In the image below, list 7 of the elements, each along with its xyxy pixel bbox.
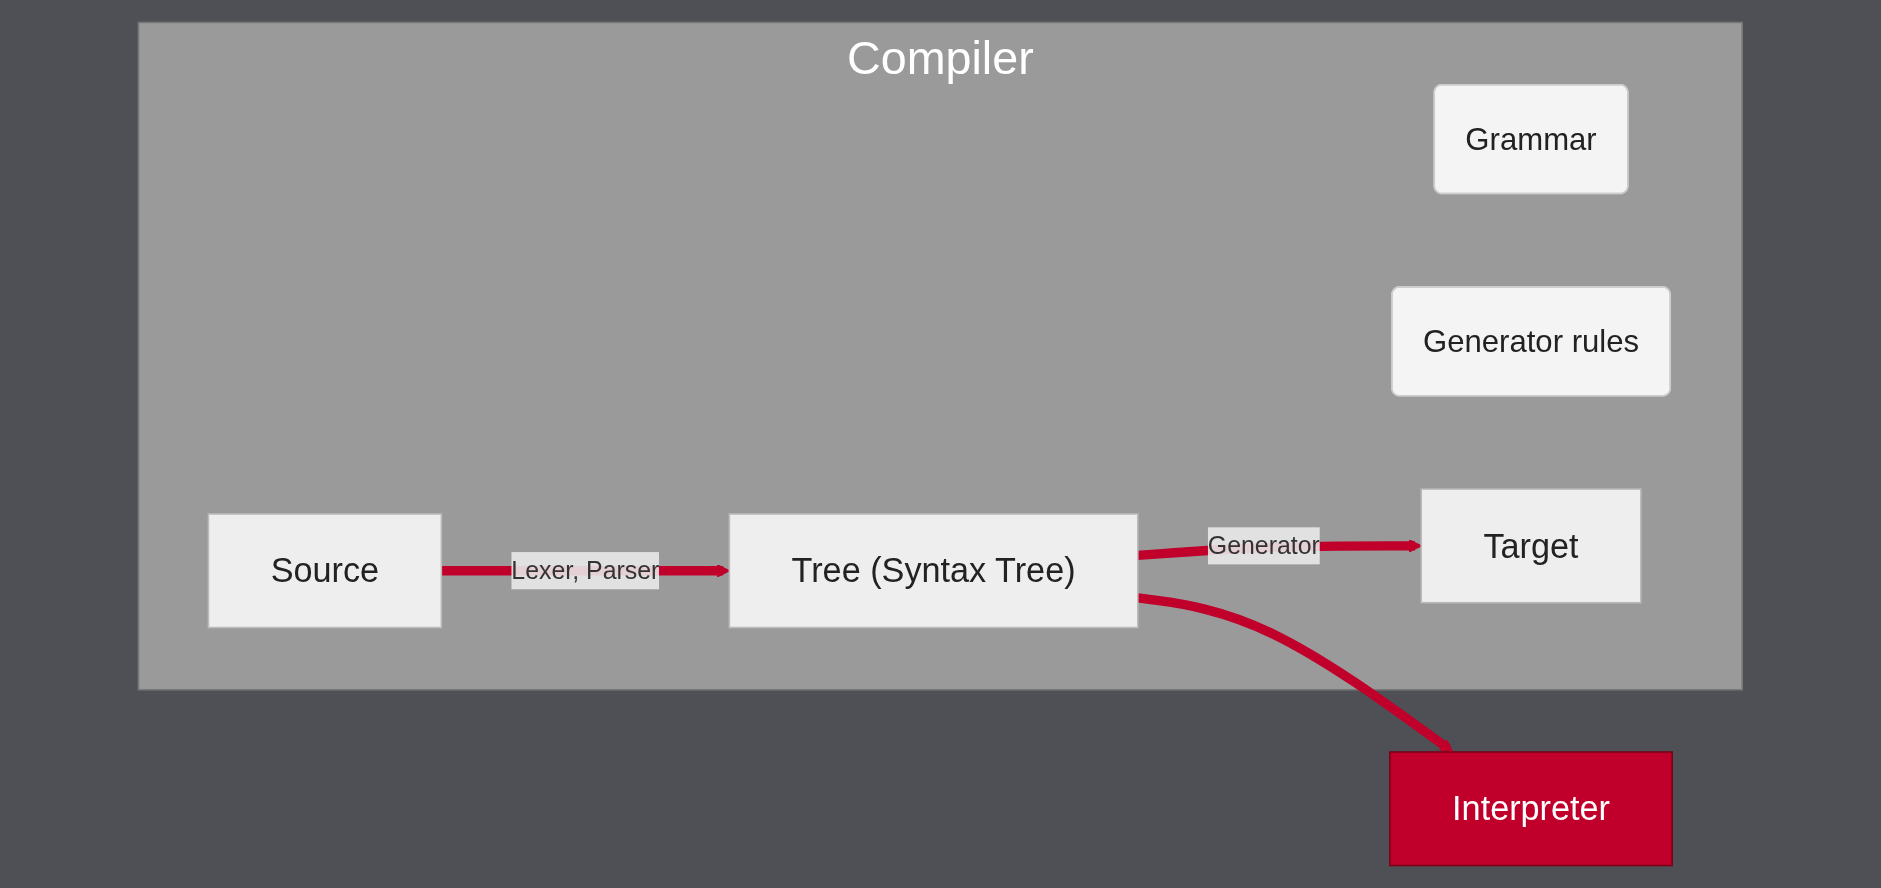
node-box: Interpreter [1389, 751, 1674, 867]
edge-label: Generator [1207, 531, 1321, 559]
node-box: Target [1420, 488, 1642, 604]
edge-label: Lexer, Parser [511, 556, 660, 584]
node-box: Source [207, 513, 443, 629]
arrow [1137, 593, 1454, 753]
node-box: Tree (Syntax Tree) [728, 513, 1139, 629]
